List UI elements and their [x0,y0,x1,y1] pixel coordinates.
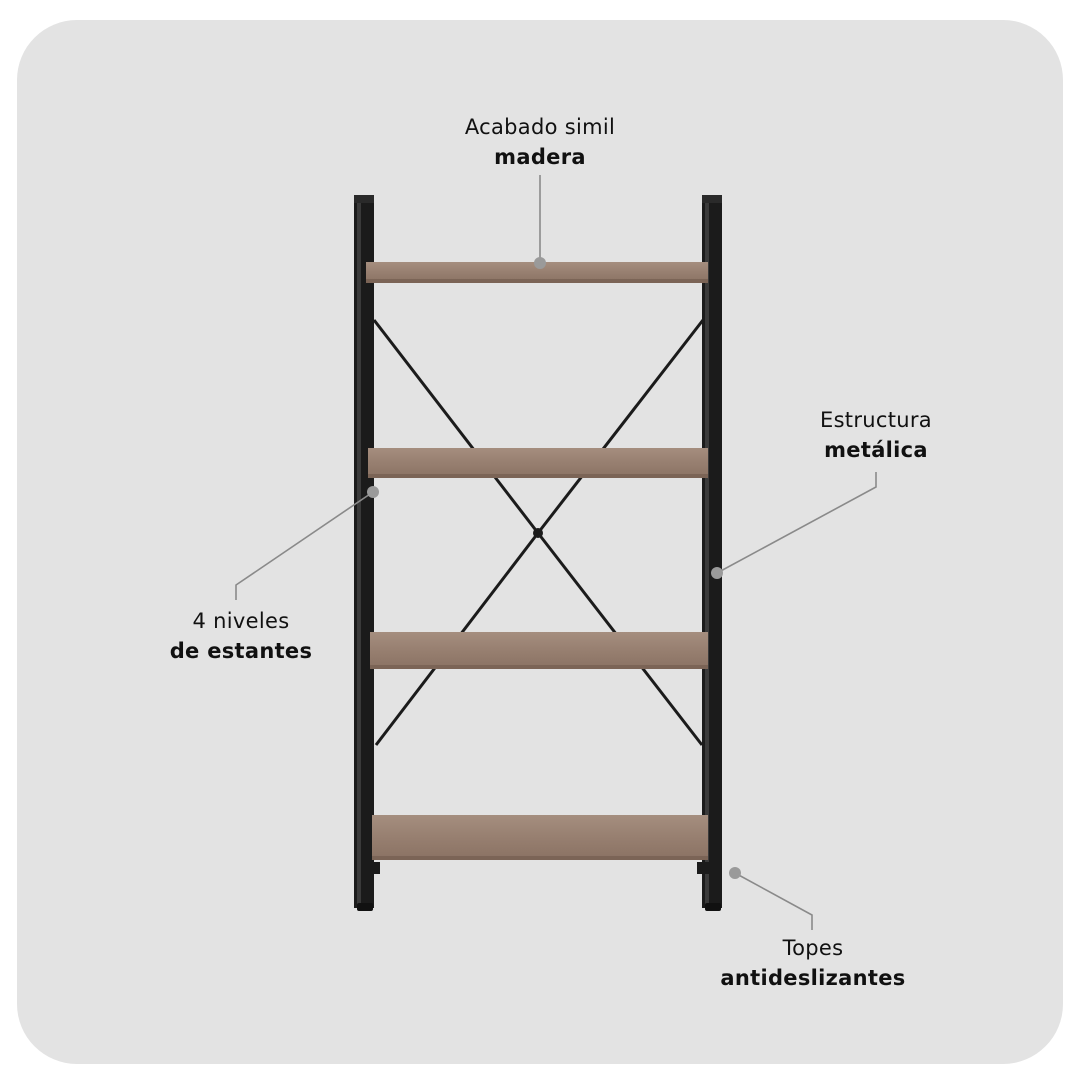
right-foot [705,903,721,911]
leader-feet [734,872,813,930]
leader-metal [716,472,877,574]
left-foot [357,903,373,911]
shelf-4 [372,815,708,860]
callout-metal-line1: Estructura [820,408,932,432]
cross-brace-upper-left [372,319,540,534]
leader-lines [235,175,877,930]
callout-wood-line2: madera [494,145,586,169]
shelf-2 [368,448,708,478]
callout-metal-structure: Estructura metálica [776,405,976,465]
callout-levels-line2: de estantes [169,639,313,663]
callout-wood-finish: Acabado simil madera [420,112,660,172]
callout-shelf-levels: 4 niveles de estantes [141,606,341,666]
cross-brace-joint [533,528,543,538]
dot-metal [711,567,723,579]
callout-levels-line1: 4 niveles [192,609,290,633]
callout-feet-line1: Topes [782,936,844,960]
cross-brace-upper-right [536,319,705,534]
callout-wood-line1: Acabado simil [464,115,616,139]
shelf-3 [370,632,708,669]
dot-feet [729,867,741,879]
shelf-1 [366,262,708,283]
right-frame [702,195,722,911]
leader-levels [235,491,374,600]
left-frame [354,195,374,911]
leader-dots [367,257,741,879]
callout-feet-line2: antideslizantes [720,966,906,990]
callout-metal-line2: metálica [824,438,928,462]
dot-levels [367,486,379,498]
dot-wood [534,257,546,269]
callout-anti-slip-feet: Topes antideslizantes [693,933,933,993]
